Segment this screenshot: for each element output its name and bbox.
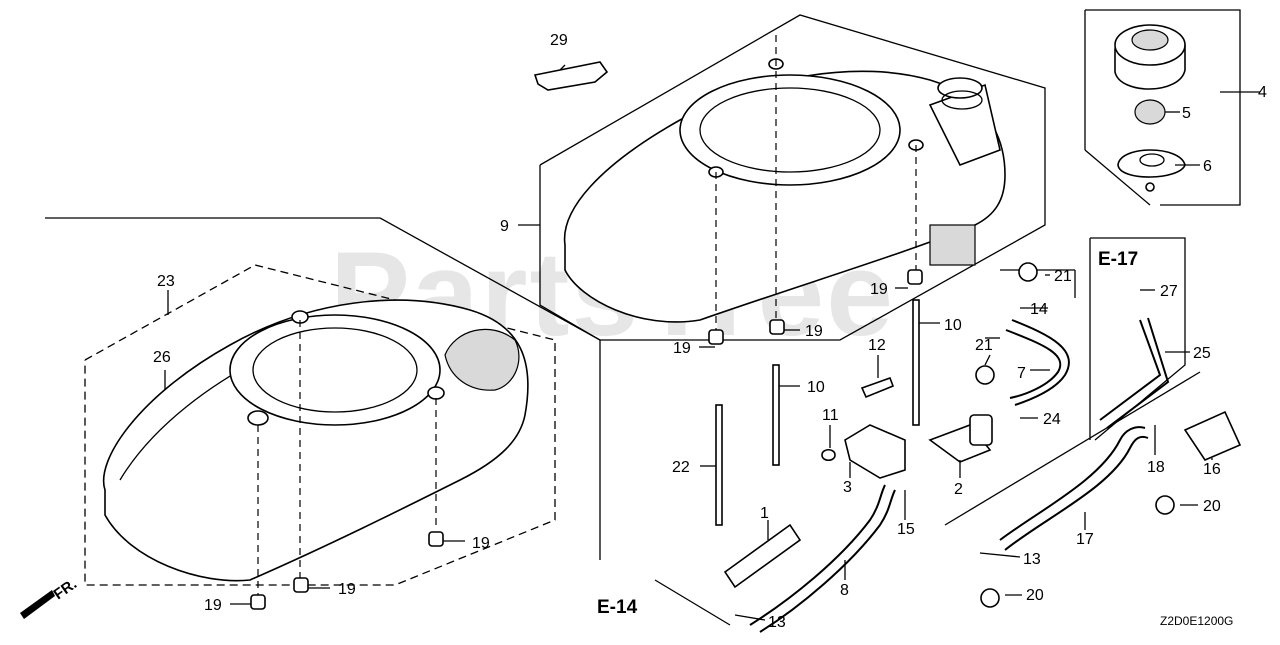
callout-19c: 19	[673, 340, 691, 357]
callout-19f: 19	[204, 597, 222, 614]
callout-18: 18	[1147, 459, 1165, 476]
callout-19e: 19	[338, 581, 356, 598]
callout-20a: 20	[1203, 498, 1221, 515]
tube-1	[723, 523, 802, 589]
callout-6: 6	[1203, 158, 1212, 175]
callout-11: 11	[822, 407, 839, 424]
callout-19d: 19	[472, 535, 490, 552]
callout-21a: 21	[1054, 268, 1072, 285]
fitting-16	[1183, 410, 1242, 461]
callout-3: 3	[843, 479, 852, 496]
callout-8: 8	[840, 582, 849, 599]
clamps	[975, 262, 1175, 608]
callout-5: 5	[1182, 105, 1191, 122]
hose-7	[1005, 319, 1070, 406]
callout-17: 17	[1076, 531, 1094, 548]
callout-9: 9	[500, 218, 509, 235]
callout-4: 4	[1258, 84, 1267, 101]
cap-filter	[1134, 99, 1166, 125]
callout-15: 15	[897, 521, 915, 538]
callout-10b: 10	[944, 317, 962, 334]
ref-e17: E-17	[1098, 249, 1138, 270]
clip-11	[821, 448, 836, 462]
callout-1: 1	[760, 505, 769, 522]
callout-23: 23	[157, 273, 175, 290]
callout-20b: 20	[1026, 587, 1044, 604]
hose-25	[1099, 317, 1170, 429]
fuel-cap	[1114, 24, 1186, 90]
hose-8	[749, 484, 896, 633]
studs	[715, 299, 920, 526]
ref-e14: E-14	[597, 597, 638, 618]
callout-24: 24	[1043, 411, 1061, 428]
hose-17	[999, 426, 1149, 551]
callout-19b: 19	[805, 323, 823, 340]
fuel-tank	[563, 58, 1006, 323]
bolt-12	[860, 376, 895, 399]
callout-labels: 1 2 3 4 5 6 7 8 9 10 10 11 12 13 13 14 1…	[153, 32, 1267, 631]
callout-26: 26	[153, 349, 171, 366]
callout-16: 16	[1203, 461, 1221, 478]
hose-group-lines	[944, 269, 1201, 526]
callout-25: 25	[1193, 345, 1211, 362]
fan-cover-group-outline	[45, 217, 601, 586]
leader-lines	[164, 64, 1240, 626]
callout-10a: 10	[807, 379, 825, 396]
assembly-lines	[257, 35, 917, 600]
callout-13a: 13	[1023, 551, 1041, 568]
callout-22: 22	[672, 459, 690, 476]
fan-cover-shroud	[102, 299, 529, 582]
callout-19a: 19	[870, 281, 888, 298]
callout-29: 29	[550, 32, 568, 49]
callout-14: 14	[1030, 301, 1048, 318]
callout-2: 2	[954, 481, 963, 498]
fuel-tank-group-outline	[539, 14, 1046, 341]
callout-13b: 13	[768, 614, 786, 631]
fuel-cap-group-outline	[1084, 9, 1260, 206]
callout-7: 7	[1017, 365, 1026, 382]
diagram-code: Z2D0E1200G	[1160, 614, 1233, 628]
callout-27: 27	[1160, 283, 1178, 300]
callout-12: 12	[868, 337, 886, 354]
front-label: FR.	[51, 575, 81, 603]
callout-21b: 21	[975, 337, 993, 354]
front-arrow	[20, 590, 55, 619]
grommets	[250, 269, 923, 610]
bracket-3	[844, 424, 906, 479]
cap-gasket	[1117, 149, 1186, 192]
clip-29	[533, 61, 609, 91]
fuel-valve-2	[928, 414, 993, 463]
